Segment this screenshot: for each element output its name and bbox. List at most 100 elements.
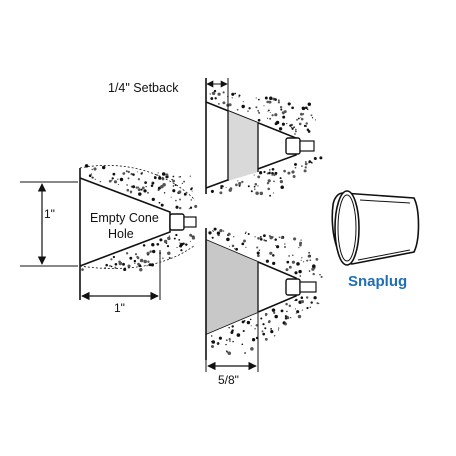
concrete-speckle [285,122,288,125]
concrete-speckle [158,201,161,204]
concrete-speckle [111,179,113,181]
concrete-speckle [132,185,136,189]
concrete-speckle [183,192,187,196]
concrete-speckle [146,251,150,255]
concrete-speckle [294,271,298,275]
concrete-speckle [94,178,96,181]
concrete-speckle [280,108,283,111]
concrete-speckle [126,184,128,186]
concrete-speckle [282,115,286,119]
concrete-speckle [91,177,93,179]
concrete-speckle [241,104,245,109]
concrete-speckle [227,351,232,356]
concrete-speckle [294,166,297,169]
concrete-speckle [299,112,303,116]
concrete-speckle [308,251,310,254]
empty-cone-hole-drawing: Empty Cone Hole 1" 1" [20,164,205,315]
concrete-speckle [259,237,263,241]
concrete-speckle [90,173,93,175]
concrete-speckle [110,265,113,268]
concrete-speckle [160,184,164,189]
concrete-speckle [228,245,230,247]
concrete-speckle [108,179,112,183]
concrete-speckle [269,111,271,114]
concrete-speckle [298,122,302,126]
concrete-speckle [274,98,276,100]
concrete-speckle [208,231,212,235]
concrete-speckle [91,168,93,171]
concrete-speckle [101,165,106,170]
concrete-speckle [194,237,196,239]
concrete-speckle [218,103,220,105]
concrete-speckle [300,117,304,121]
concrete-speckle [139,268,143,272]
concrete-speckle [247,232,250,236]
concrete-speckle [272,261,276,266]
concrete-speckle [300,299,305,304]
concrete-speckle [228,188,232,192]
concrete-speckle [241,343,244,346]
concrete-speckle [152,249,156,254]
concrete-speckle [122,262,125,266]
concrete-speckle [212,230,214,232]
concrete-speckle [109,264,111,267]
concrete-speckle [142,244,146,247]
concrete-speckle [254,183,258,186]
concrete-speckle [272,236,274,238]
concrete-speckle [231,97,233,99]
concrete-speckle [105,263,108,267]
concrete-speckle [172,185,175,187]
concrete-speckle [149,250,152,253]
concrete-speckle [140,172,143,175]
concrete-speckle [168,256,171,259]
concrete-speckle [178,176,180,178]
concrete-speckle [179,176,182,178]
concrete-speckle [219,228,223,233]
concrete-speckle [172,175,175,178]
concrete-speckle [227,232,231,236]
concrete-speckle [126,188,130,192]
concrete-speckle [150,184,154,187]
concrete-speckle [309,259,312,262]
concrete-speckle [314,119,316,121]
concrete-speckle [185,243,188,246]
concrete-speckle [294,162,297,166]
concrete-speckle [229,340,231,342]
concrete-speckle [233,236,235,238]
concrete-speckle [281,122,285,126]
concrete-speckle [225,339,228,342]
concrete-speckle [88,174,92,178]
concrete-speckle [258,98,260,101]
concrete-speckle [310,161,313,164]
concrete-speckle [256,251,260,255]
concrete-speckle [268,109,270,112]
concrete-speckle [178,239,181,241]
concrete-speckle [253,185,256,188]
concrete-speckle [270,330,274,334]
concrete-speckle [130,172,133,176]
concrete-speckle [117,184,119,186]
tie-rod-end-top [285,137,301,155]
concrete-speckle [283,169,286,173]
concrete-speckle [268,169,271,171]
concrete-speckle [270,328,272,330]
concrete-speckle [214,97,217,100]
concrete-speckle [242,329,245,333]
concrete-speckle [261,330,264,333]
concrete-speckle [312,272,315,276]
product-name: Snaplug [348,273,407,290]
dimension-width: 1" [79,250,161,315]
concrete-speckle [174,184,177,186]
concrete-speckle [257,109,260,112]
concrete-speckle [269,194,272,197]
concrete-speckle [211,236,214,239]
concrete-speckle [141,171,143,173]
concrete-speckle [286,260,290,264]
concrete-speckle [291,127,294,130]
concrete-speckle [257,254,260,258]
concrete-speckle [129,190,133,194]
concrete-speckle [191,236,196,240]
tie-rod-bottom [299,281,317,293]
concrete-speckle [127,177,130,180]
